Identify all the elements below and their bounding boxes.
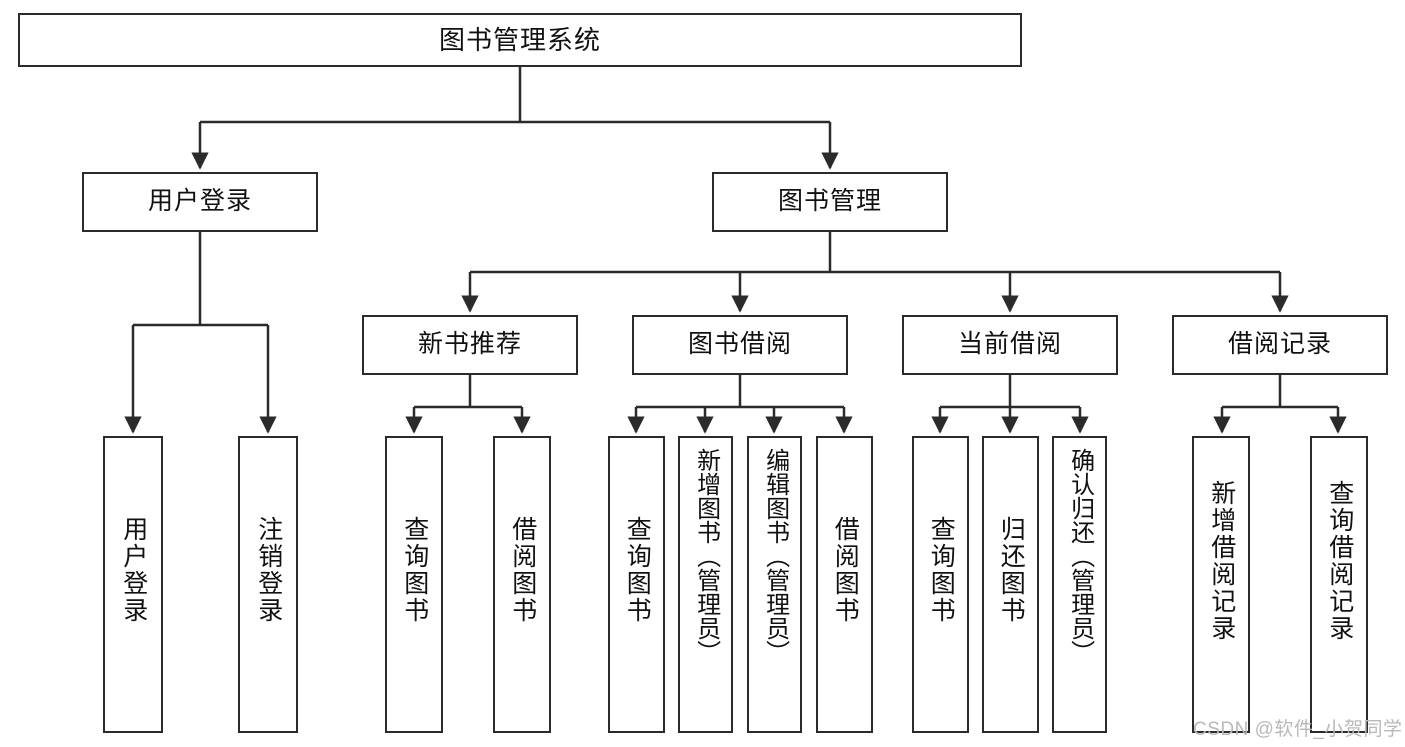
node-label: 图书管理系统 <box>438 24 601 55</box>
node-label: 归还图书 <box>997 516 1026 624</box>
leaf-confirm-return-admin[interactable]: 确认归还（管理员） <box>1052 436 1107 733</box>
node-borrow-record[interactable]: 借阅记录 <box>1172 315 1388 375</box>
node-label: 借阅图书 <box>831 516 860 624</box>
leaf-query-borrow-record[interactable]: 查询借阅记录 <box>1310 436 1368 733</box>
node-label: 用户登录 <box>119 516 148 624</box>
leaf-borrow-book-recommend[interactable]: 借阅图书 <box>493 436 551 733</box>
node-book-management[interactable]: 图书管理 <box>712 172 948 232</box>
node-label: 查询图书 <box>927 516 956 624</box>
leaf-edit-book-admin[interactable]: 编辑图书（管理员） <box>747 436 802 733</box>
node-book-borrow[interactable]: 图书借阅 <box>632 315 848 375</box>
node-label: 新增借阅记录 <box>1207 480 1236 642</box>
leaf-user-login[interactable]: 用户登录 <box>103 436 163 733</box>
leaf-query-book-borrow[interactable]: 查询图书 <box>608 436 665 733</box>
node-label: 确认归还（管理员） <box>1066 448 1094 664</box>
leaf-query-book-current[interactable]: 查询图书 <box>912 436 969 733</box>
node-label: 新书推荐 <box>417 330 522 359</box>
node-current-borrow[interactable]: 当前借阅 <box>902 315 1118 375</box>
node-label: 用户登录 <box>147 187 252 216</box>
node-root-system[interactable]: 图书管理系统 <box>18 13 1022 67</box>
watermark-text: CSDN @软件_小贺同学 <box>1193 719 1403 740</box>
node-new-book-recommend[interactable]: 新书推荐 <box>362 315 578 375</box>
node-user-login[interactable]: 用户登录 <box>82 172 318 232</box>
node-label: 图书借阅 <box>687 330 792 359</box>
leaf-add-book-admin[interactable]: 新增图书（管理员） <box>678 436 733 733</box>
node-label: 查询借阅记录 <box>1325 480 1354 642</box>
node-label: 当前借阅 <box>957 330 1062 359</box>
leaf-query-book-recommend[interactable]: 查询图书 <box>385 436 443 733</box>
leaf-borrow-book[interactable]: 借阅图书 <box>816 436 873 733</box>
node-label: 图书管理 <box>777 187 882 216</box>
leaf-add-borrow-record[interactable]: 新增借阅记录 <box>1192 436 1250 733</box>
node-label: 查询图书 <box>623 516 652 624</box>
node-label: 注销登录 <box>254 516 283 624</box>
leaf-logout[interactable]: 注销登录 <box>238 436 298 733</box>
node-label: 查询图书 <box>400 516 429 624</box>
node-label: 借阅记录 <box>1227 330 1332 359</box>
node-label: 新增图书（管理员） <box>692 448 720 664</box>
node-label: 编辑图书（管理员） <box>761 448 789 664</box>
leaf-return-book[interactable]: 归还图书 <box>982 436 1039 733</box>
node-label: 借阅图书 <box>508 516 537 624</box>
